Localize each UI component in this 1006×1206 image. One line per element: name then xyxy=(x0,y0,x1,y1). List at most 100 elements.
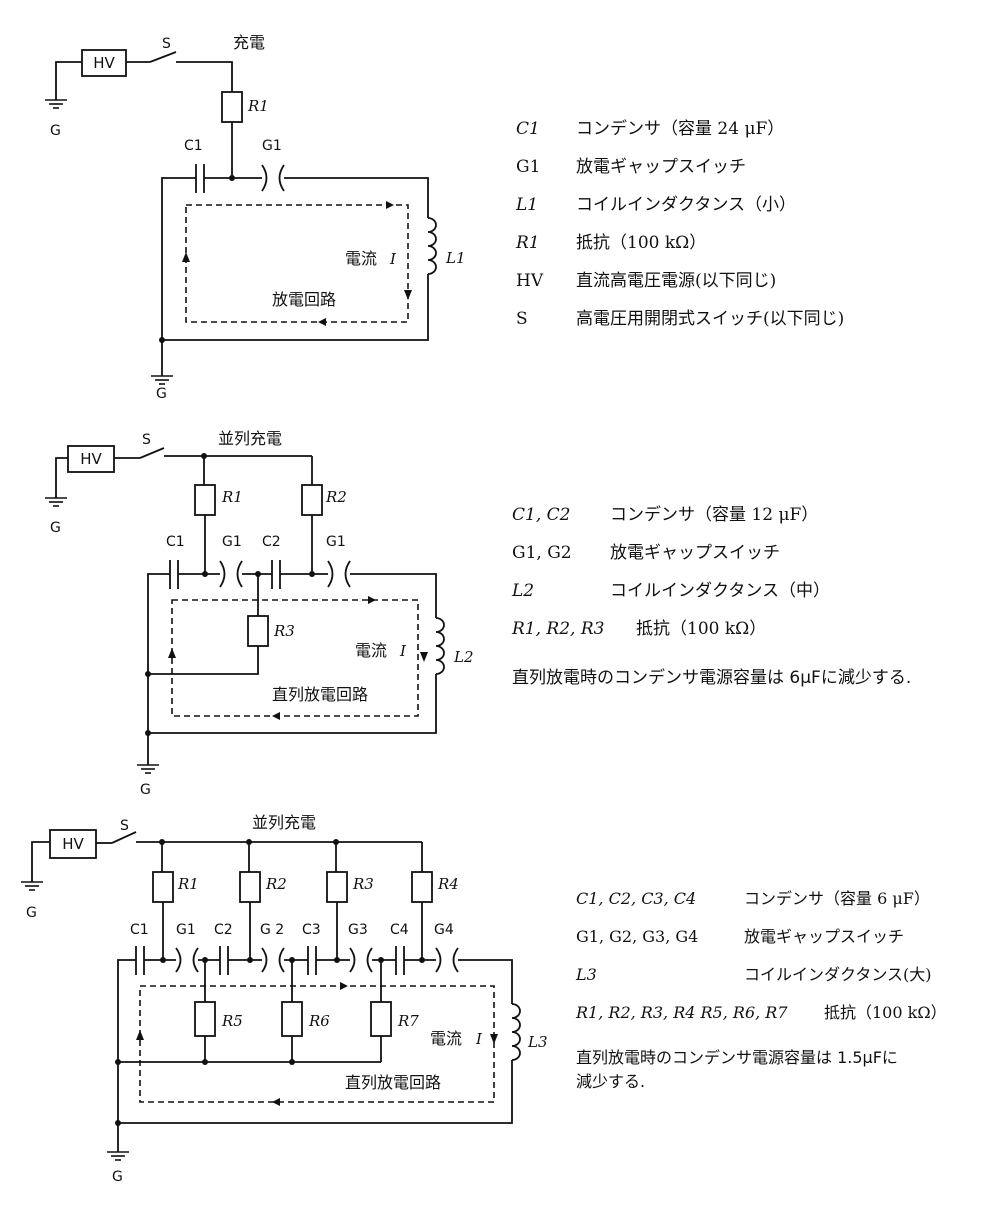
gap-g1-3 xyxy=(175,947,182,973)
ground-symbol-1b xyxy=(150,375,174,385)
ground-label-3a: G xyxy=(26,905,37,921)
legend-symbol: G1, G2 xyxy=(512,543,572,563)
c1-label-1: C1 xyxy=(184,138,203,154)
l1-label: L1 xyxy=(445,249,466,267)
gap-g2-3 xyxy=(261,947,268,973)
resistor-r1-1 xyxy=(221,91,243,123)
note-3: 直列放電時のコンデンサ電源容量は 1.5μFに 減少する. xyxy=(576,1046,898,1094)
charge-label-3: 並列充電 xyxy=(252,813,316,832)
r3-label-3: R3 xyxy=(352,875,374,893)
legend-1-row: HV 直流高電圧電源(以下同じ) xyxy=(516,262,844,300)
l3-label: L3 xyxy=(527,1033,548,1051)
gap-g1-1 xyxy=(261,164,268,192)
resistor-r6-3 xyxy=(281,1001,303,1037)
c1-label-3: C1 xyxy=(130,922,149,938)
ground-symbol-2b xyxy=(136,764,160,774)
circuit-2 xyxy=(44,445,445,774)
legend-symbol: G1 xyxy=(516,157,541,177)
legend-desc: コンデンサ（容量 12 μF） xyxy=(610,505,819,525)
legend-symbol: C1, C2, C3, C4 xyxy=(576,889,697,908)
legend-desc: 抵抗（100 kΩ） xyxy=(824,1003,947,1022)
g1b-label-2: G1 xyxy=(326,534,346,550)
g2-label-3: G 2 xyxy=(260,922,284,938)
legend-symbol: G1, G2, G3, G4 xyxy=(576,927,699,946)
hv-source-2 xyxy=(67,445,115,473)
hv-source-3 xyxy=(49,829,97,859)
inductor-l1 xyxy=(427,217,437,275)
legend-desc: コンデンサ（容量 6 μF） xyxy=(744,889,930,908)
current-symbol-1: I xyxy=(389,250,397,268)
circuit-label-2: 直列放電回路 xyxy=(272,685,368,704)
legend-3-row: R1, R2, R3, R4 R5, R6, R7 抵抗（100 kΩ） xyxy=(576,994,947,1032)
legend-2: C1, C2 コンデンサ（容量 12 μF） G1, G2 放電ギャップスイッチ L… xyxy=(512,496,830,648)
l2-label: L2 xyxy=(453,648,474,666)
r1-label-2: R1 xyxy=(221,488,243,506)
discharge-path-3 xyxy=(139,985,495,1103)
r7-label-3: R7 xyxy=(397,1012,419,1030)
switch-label-2: S xyxy=(142,432,151,448)
legend-symbol: R1, R2, R3 xyxy=(512,619,605,639)
g1-label-3: G1 xyxy=(176,922,196,938)
current-symbol-3: I xyxy=(475,1030,483,1048)
ground-label-3b: G xyxy=(112,1169,123,1185)
legend-1-row: R1 抵抗（100 kΩ） xyxy=(516,224,844,262)
legend-symbol: S xyxy=(516,309,528,329)
resistor-r2-3 xyxy=(239,871,261,903)
resistor-r7-3 xyxy=(370,1001,392,1037)
current-label-1: 電流 xyxy=(345,249,377,268)
hv-label-3: HV xyxy=(62,835,84,853)
resistor-r3-3 xyxy=(326,871,348,903)
circuit-3 xyxy=(20,829,521,1161)
inductor-l3 xyxy=(511,1003,521,1061)
circuit-label-1: 放電回路 xyxy=(272,290,336,309)
ground-label-2a: G xyxy=(50,520,61,536)
r1-label-3: R1 xyxy=(177,875,199,893)
current-label-2: 電流 xyxy=(355,641,387,660)
legend-symbol: R1 xyxy=(516,233,540,253)
note-2: 直列放電時のコンデンサ電源容量は 6μFに減少する. xyxy=(512,668,912,688)
switch-s-2 xyxy=(139,447,165,459)
gap-g1b-2 xyxy=(327,560,334,588)
hv-label-1: HV xyxy=(93,54,115,72)
discharge-path-2 xyxy=(171,599,419,717)
g3-label-3: G3 xyxy=(348,922,368,938)
legend-desc: 放電ギャップスイッチ xyxy=(610,543,780,563)
r4-label-3: R4 xyxy=(437,875,459,893)
charge-label-1: 充電 xyxy=(233,33,265,52)
hv-label-2: HV xyxy=(80,450,102,468)
legend-desc: 直流高電圧電源(以下同じ) xyxy=(576,271,777,291)
legend-desc: コイルインダクタンス（小） xyxy=(576,195,796,215)
switch-s-3 xyxy=(111,831,137,844)
ground-label-1a: G xyxy=(50,123,61,139)
ground-symbol-3a xyxy=(20,881,44,891)
legend-symbol: R1, R2, R3, R4 R5, R6, R7 xyxy=(576,1003,788,1022)
charge-label-2: 並列充電 xyxy=(218,429,282,448)
legend-desc: 放電ギャップスイッチ xyxy=(744,927,905,946)
legend-symbol: HV xyxy=(516,271,544,291)
ground-label-2b: G xyxy=(140,782,151,798)
r3-label-2: R3 xyxy=(273,622,295,640)
legend-symbol: C1, C2 xyxy=(512,505,571,525)
note-3-line1: 直列放電時のコンデンサ電源容量は 1.5μFに xyxy=(576,1048,898,1067)
switch-label-3: S xyxy=(120,818,129,834)
g1-label-1: G1 xyxy=(262,138,282,154)
switch-s-1 xyxy=(149,51,177,63)
c3-label-3: C3 xyxy=(302,922,321,938)
legend-symbol: L3 xyxy=(576,965,597,984)
resistor-r2-2 xyxy=(301,484,323,516)
legend-desc: 抵抗（100 kΩ） xyxy=(576,233,707,253)
r2-label-3: R2 xyxy=(265,875,287,893)
r6-label-3: R6 xyxy=(308,1012,330,1030)
r1-label-1: R1 xyxy=(247,97,269,115)
c2-label-2: C2 xyxy=(262,534,281,550)
g4-label-3: G4 xyxy=(434,922,454,938)
legend-symbol: C1 xyxy=(516,119,540,139)
legend-desc: コイルインダクタンス（中） xyxy=(610,581,830,601)
